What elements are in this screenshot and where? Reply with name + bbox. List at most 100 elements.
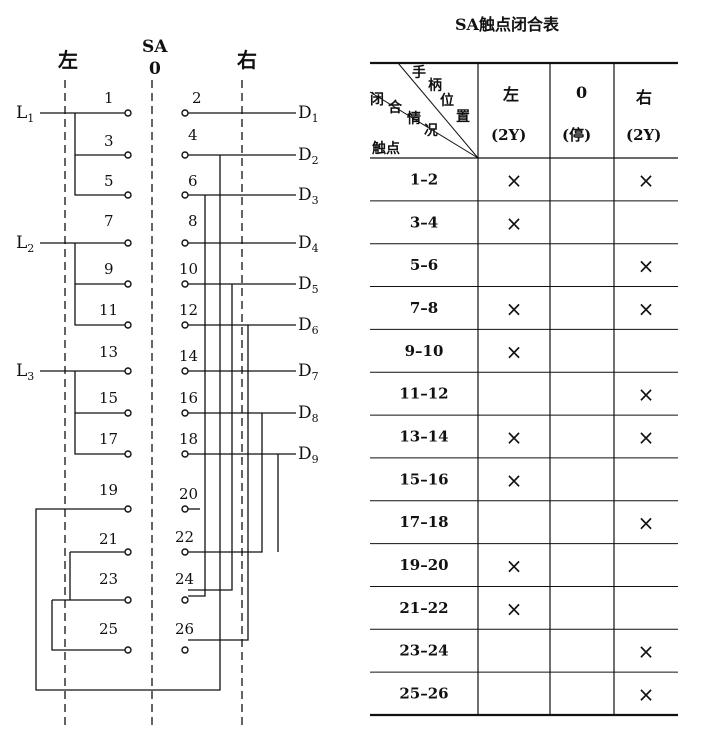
input-l2: L2: [16, 233, 34, 255]
output-d9: D9: [298, 444, 319, 466]
contact-number: 24: [175, 570, 194, 588]
contact-5: [124, 191, 132, 199]
contact-number: 5: [104, 172, 114, 190]
sa-label: SA: [142, 37, 168, 57]
header-hand-3: 位: [440, 92, 454, 109]
header-hand-2: 柄: [428, 77, 442, 94]
contact-8: [181, 239, 189, 247]
contact-13: [124, 367, 132, 375]
closed-mark: ×: [638, 426, 655, 450]
closed-mark: ×: [638, 640, 655, 664]
contact-number: 11: [99, 301, 118, 319]
header-contact: 触点: [371, 140, 400, 157]
contact-number: 16: [179, 389, 198, 407]
contact-15: [124, 409, 132, 417]
table-row: 7–8××: [410, 297, 655, 321]
col-right-top: 右: [636, 88, 652, 107]
contact-20: [181, 505, 189, 513]
contact-number: 13: [99, 343, 118, 361]
output-d1: D1: [298, 103, 319, 125]
contact-pair-cell: 21–22: [399, 599, 448, 617]
contact-2: [181, 109, 189, 117]
contact-pair-cell: 3–4: [410, 213, 438, 231]
closed-mark: ×: [506, 340, 523, 364]
table-row: 5–6 ×: [410, 254, 655, 278]
contact-number: 12: [179, 301, 198, 319]
contact-6: [181, 191, 189, 199]
zero-label: 0: [149, 59, 161, 79]
contact-number: 3: [104, 132, 114, 150]
contact-number: 14: [179, 347, 198, 365]
contact-number: 10: [179, 260, 198, 278]
closed-mark: ×: [506, 468, 523, 492]
closed-mark: ×: [506, 168, 523, 192]
closed-mark: ×: [638, 683, 655, 707]
table-row: 17–18×: [399, 511, 654, 535]
output-d3: D3: [298, 185, 319, 207]
output-d4: D4: [298, 233, 319, 255]
table-row: 3–4×: [410, 211, 523, 235]
closed-mark: ×: [638, 383, 655, 407]
table-row: 9–10 ×: [405, 340, 523, 364]
contact-number: 19: [99, 481, 118, 499]
input-l1: L1: [16, 103, 34, 125]
closure-table: SA触点闭合表 手 柄 位 置 闭 合 情 况 触点: [369, 15, 678, 717]
table-row: 11–12×: [399, 383, 654, 407]
contact-11: [124, 321, 132, 329]
output-d2: D2: [298, 145, 319, 167]
contact-17: [124, 450, 132, 458]
schematic: [35, 80, 296, 725]
table-row: 15–16×: [399, 468, 522, 492]
contact-number: 26: [175, 620, 194, 638]
contact-number: 6: [188, 172, 198, 190]
output-d5: D5: [298, 274, 319, 296]
table-row: 23–24 ×: [399, 640, 654, 664]
contact-number: 9: [104, 260, 114, 278]
contact-16: [181, 409, 189, 417]
contact-3: [124, 151, 132, 159]
header-close-2: 合: [388, 99, 403, 116]
closed-mark: ×: [506, 297, 523, 321]
closed-mark: ×: [506, 426, 523, 450]
contacts: [124, 109, 189, 654]
contact-pair-cell: 19–20: [399, 556, 448, 574]
contact-number: 22: [175, 528, 194, 546]
table-row: 1–2××: [410, 168, 655, 192]
contact-4: [181, 151, 189, 159]
table-title: SA触点闭合表: [455, 15, 560, 34]
contact-number: 21: [99, 530, 118, 548]
contact-number: 23: [99, 570, 118, 588]
input-l3: L3: [16, 361, 34, 383]
col-zero-bottom: (停): [562, 126, 591, 144]
contact-pair-cell: 13–14: [399, 428, 448, 446]
output-d8: D8: [298, 403, 319, 425]
contact-21: [124, 548, 132, 556]
contact-pair-cell: 5–6: [410, 256, 438, 274]
contact-number: 17: [99, 430, 118, 448]
contact-number: 8: [188, 212, 198, 230]
contact-number: 15: [99, 389, 118, 407]
contact-18: [181, 450, 189, 458]
contact-1: [124, 109, 132, 117]
closed-mark: ×: [506, 554, 523, 578]
output-d6: D6: [298, 315, 319, 337]
contact-12: [181, 321, 189, 329]
col-left-top: 左: [502, 85, 519, 104]
contact-26: [181, 646, 189, 654]
contact-23: [124, 596, 132, 604]
contact-number: 7: [104, 212, 114, 230]
contact-number: 1: [104, 89, 114, 107]
right-label: 右: [237, 48, 257, 72]
header-close-1: 闭: [370, 91, 384, 108]
header-close-3: 情: [407, 110, 421, 127]
contact-25: [124, 646, 132, 654]
contact-pair-cell: 9–10: [405, 342, 444, 360]
header-hand-4: 置: [456, 108, 470, 125]
contact-pair-cell: 25–26: [399, 685, 448, 703]
contact-pair-cell: 23–24: [399, 642, 448, 660]
contact-pair-cell: 17–18: [399, 513, 448, 531]
closed-mark: ×: [638, 254, 655, 278]
col-left-bottom: (2Y): [491, 126, 526, 144]
table-row: 13–14 × ×: [399, 426, 654, 450]
